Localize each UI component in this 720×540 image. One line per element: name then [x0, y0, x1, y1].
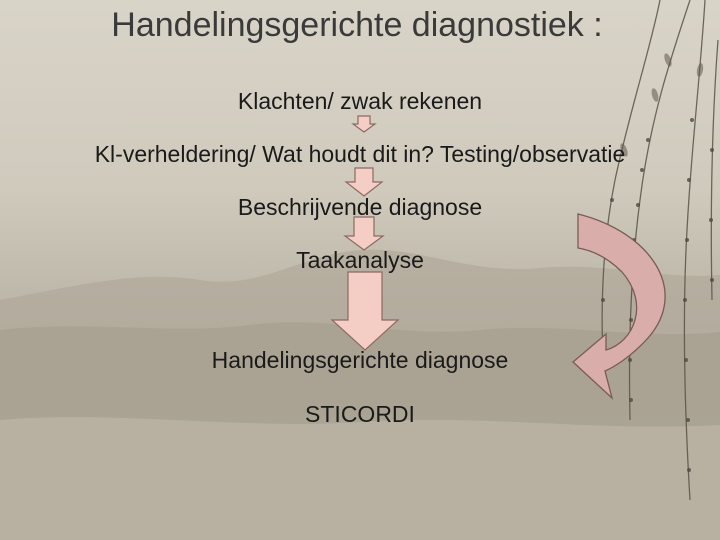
page-title: Handelingsgerichte diagnostiek :	[111, 6, 603, 44]
step-clarification: Kl-verheldering/ Wat houdt dit in? Testi…	[94, 141, 626, 167]
down-arrow-icon	[344, 167, 384, 197]
curved-return-arrow-icon	[572, 213, 666, 400]
down-arrow-icon	[351, 115, 377, 133]
step-descriptive-diagnosis: Beschrijvende diagnose	[237, 194, 483, 220]
down-arrow-icon	[330, 271, 400, 351]
step-complaint: Klachten/ zwak rekenen	[237, 88, 483, 114]
step-sticordi: STICORDI	[305, 401, 415, 427]
down-arrow-icon	[343, 216, 385, 251]
step-action-oriented-diagnosis: Handelingsgerichte diagnose	[211, 347, 509, 373]
step-task-analysis: Taakanalyse	[296, 247, 424, 273]
